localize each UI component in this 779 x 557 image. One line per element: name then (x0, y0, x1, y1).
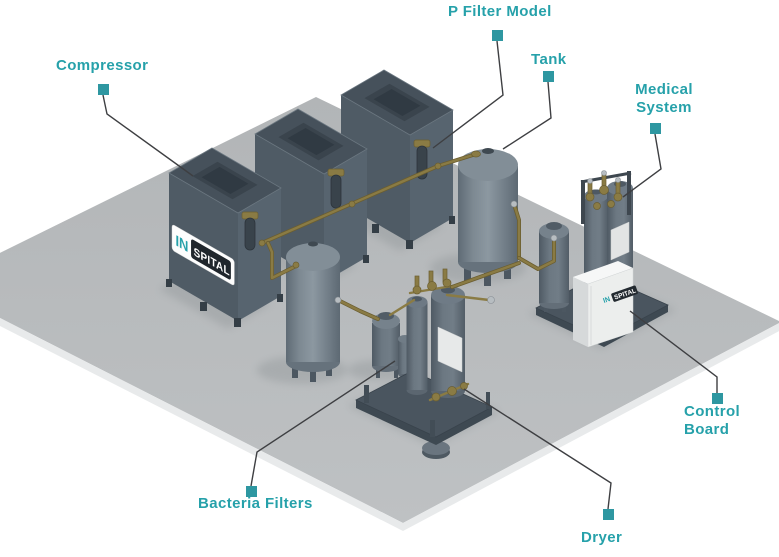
flange-open-end (487, 296, 495, 304)
marker-bacteria-filters (246, 486, 257, 497)
cabinet-side-face (573, 277, 588, 347)
leader-p-filter-model (432, 40, 504, 149)
piping-network (258, 150, 558, 321)
dryer-valve-cluster (408, 268, 454, 295)
flange-tank-left (334, 296, 342, 304)
air-tank-left (286, 241, 340, 382)
label-medical-system: Medical System (635, 81, 693, 116)
compressor-1-p-filter (244, 217, 256, 251)
logo-suffix-box (191, 239, 231, 280)
leader-control-board (629, 310, 718, 393)
tank-right-top-port (482, 148, 494, 154)
logo-prefix-text: IN (175, 232, 188, 257)
label-control-board: Control Board (684, 403, 741, 438)
medical-label-panel (610, 221, 630, 261)
leader-compressor (102, 94, 194, 177)
label-dryer: Dryer (581, 529, 623, 546)
floor-bevel-left (0, 318, 403, 531)
dryer-skid-edge (356, 400, 492, 445)
pipe-to-medical (517, 238, 556, 271)
marker-p-filter-model (492, 30, 503, 41)
pipe-tank-down (512, 202, 521, 260)
cabinet-logo-prefix: IN (602, 296, 611, 305)
dryer-unit (355, 268, 493, 445)
dryer-tower-left (406, 302, 428, 390)
leader-dryer (463, 388, 612, 510)
label-compressor: Compressor (56, 57, 149, 74)
flange-medical (550, 234, 558, 242)
marker-dryer (603, 509, 614, 520)
dryer-bottom-manifold (428, 382, 470, 402)
dryer-label-panel (437, 326, 463, 373)
pipe-tank-to-filters (336, 298, 380, 321)
tank-left-top-port (308, 241, 318, 247)
floor-bevel-right (403, 323, 779, 531)
compressor-unit-1: IN SPITAL (166, 147, 283, 327)
leader-medical-system (622, 133, 662, 198)
label-p-filter-model: P Filter Model (448, 3, 552, 20)
flange-tank-right (510, 200, 518, 208)
marker-control-board (712, 393, 723, 404)
control-board-cabinet: IN SPITAL (573, 261, 638, 348)
leader-tank (502, 81, 552, 150)
marker-medical-system (650, 123, 661, 134)
leader-lines (102, 40, 718, 510)
marker-compressor (98, 84, 109, 95)
leader-bacteria-filters (250, 360, 396, 487)
label-bacteria-filters: Bacteria Filters (198, 495, 313, 512)
pipe-filter-to-dryer (388, 298, 416, 317)
cabinet-top-face (573, 261, 633, 284)
cabinet-front-face (587, 267, 634, 348)
pipe-dryer-to-tank (450, 261, 521, 289)
pipe-compressor-to-tank (266, 241, 298, 280)
compressor-2-p-filter (330, 174, 342, 209)
label-tank: Tank (531, 51, 567, 68)
pipe-outlet-stub (445, 293, 491, 302)
marker-tank (543, 71, 554, 82)
floor-disc (422, 441, 450, 455)
